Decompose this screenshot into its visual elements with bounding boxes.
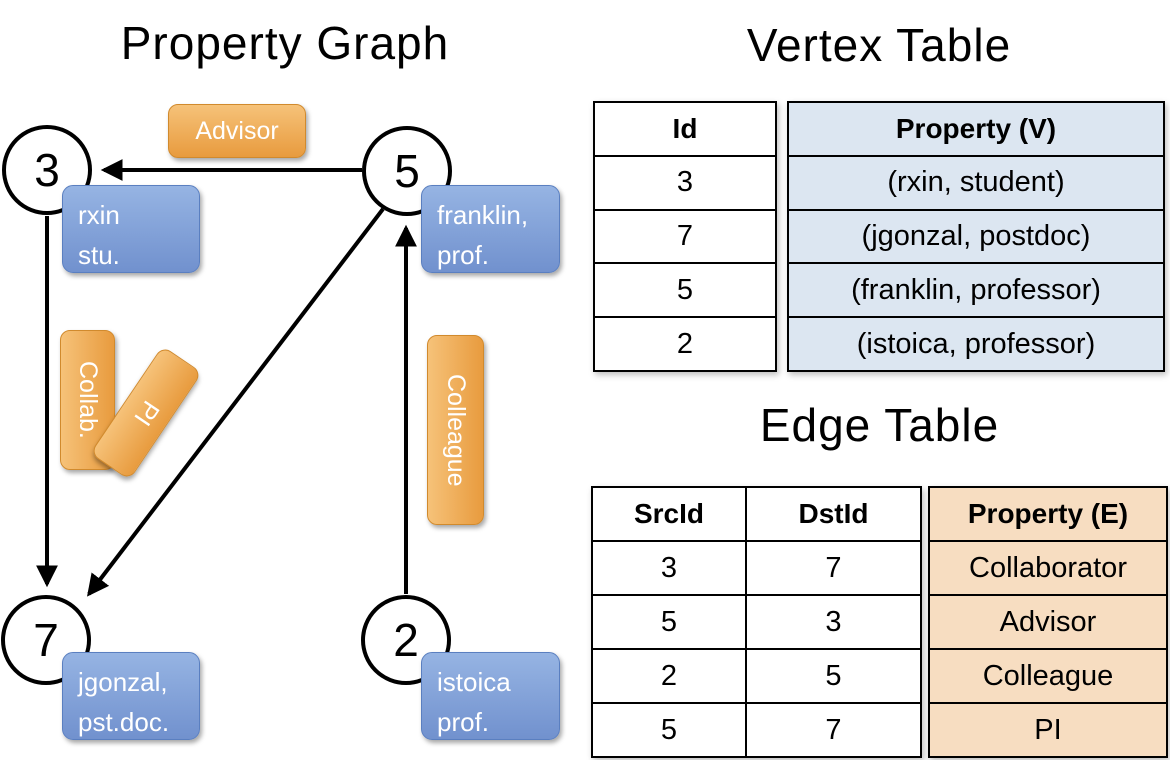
edge-row-property: Advisor [930,594,1166,648]
edge-row-srcid: 2 [593,648,745,702]
edge-row-property: Collaborator [930,540,1166,594]
edge-table-srcid-header: SrcId [633,498,705,529]
vertex-callout-line: prof. [437,707,490,738]
vertex-row-property: (rxin, student) [789,154,1163,209]
edge-row-srcid: 3 [593,540,745,594]
edge-table-dstid-header: DstId [798,498,869,529]
edge-table-id-columns: SrcId 3 5 2 5 DstId 7 3 5 7 [591,486,922,758]
graph-node-2: 2 [361,595,451,685]
vertex-callout-rxin: rxin stu. [62,185,200,273]
edge-row-dstid: 5 [747,648,920,702]
edge-row-dstid: 7 [747,702,920,756]
vertex-callout-istoica: istoica prof. [421,652,560,740]
vertex-row-property: (franklin, professor) [789,262,1163,317]
vertex-row-id: 2 [595,316,775,370]
vertex-callout-line: pst.doc. [78,707,170,738]
vertex-callout-jgonzal: jgonzal, pst.doc. [62,652,200,740]
vertex-callout-line: jgonzal, [78,667,168,697]
node-3-id: 3 [34,144,60,196]
vertex-callout-line: istoica [437,667,511,697]
edge-row-srcid: 5 [593,702,745,756]
vertex-callout-line: franklin, [437,200,529,230]
vertex-table-id-header: Id [672,112,698,144]
edge-row-srcid: 5 [593,594,745,648]
vertex-row-id: 3 [595,154,775,209]
edge-row-property: Colleague [930,648,1166,702]
vertex-callout-line: prof. [437,240,490,271]
vertex-callout-line: stu. [78,240,120,271]
edge-table-srcid-column: SrcId 3 5 2 5 [593,488,747,756]
vertex-callout-line: rxin [78,200,120,230]
edge-line-5-7-pi [86,207,385,597]
vertex-row-property: (istoica, professor) [789,316,1163,370]
vertex-row-id: 5 [595,262,775,316]
node-5-id: 5 [394,145,420,197]
edge-row-dstid: 3 [747,594,920,648]
edge-row-property: PI [930,702,1166,756]
vertex-table-title: Vertex Table [746,19,1012,71]
vertex-table-property-column: Property (V) (rxin, student) (jgonzal, p… [787,101,1165,372]
node-7-id: 7 [33,614,59,666]
vertex-row-id: 7 [595,208,775,263]
edge-label-advisor: Advisor [168,104,306,158]
edge-table-dstid-column: DstId 7 3 5 7 [747,488,920,756]
property-graph-title: Property Graph [120,17,450,69]
edge-table-property-header: Property (E) [930,488,1166,540]
vertex-row-property: (jgonzal, postdoc) [789,208,1163,263]
vertex-callout-franklin: franklin, prof. [421,185,560,273]
edge-row-dstid: 7 [747,540,920,594]
node-2-id: 2 [393,614,419,666]
vertex-table-id-column: Id 3 7 5 2 [593,101,777,372]
vertex-table-property-header: Property (V) [789,103,1163,155]
edge-table-property-column: Property (E) Collaborator Advisor Collea… [928,486,1168,758]
graph-edges-canvas [36,159,417,597]
edge-table-title: Edge Table [759,399,1000,451]
edge-label-colleague: Colleague [427,335,484,525]
graph-node-5: 5 [362,126,452,216]
